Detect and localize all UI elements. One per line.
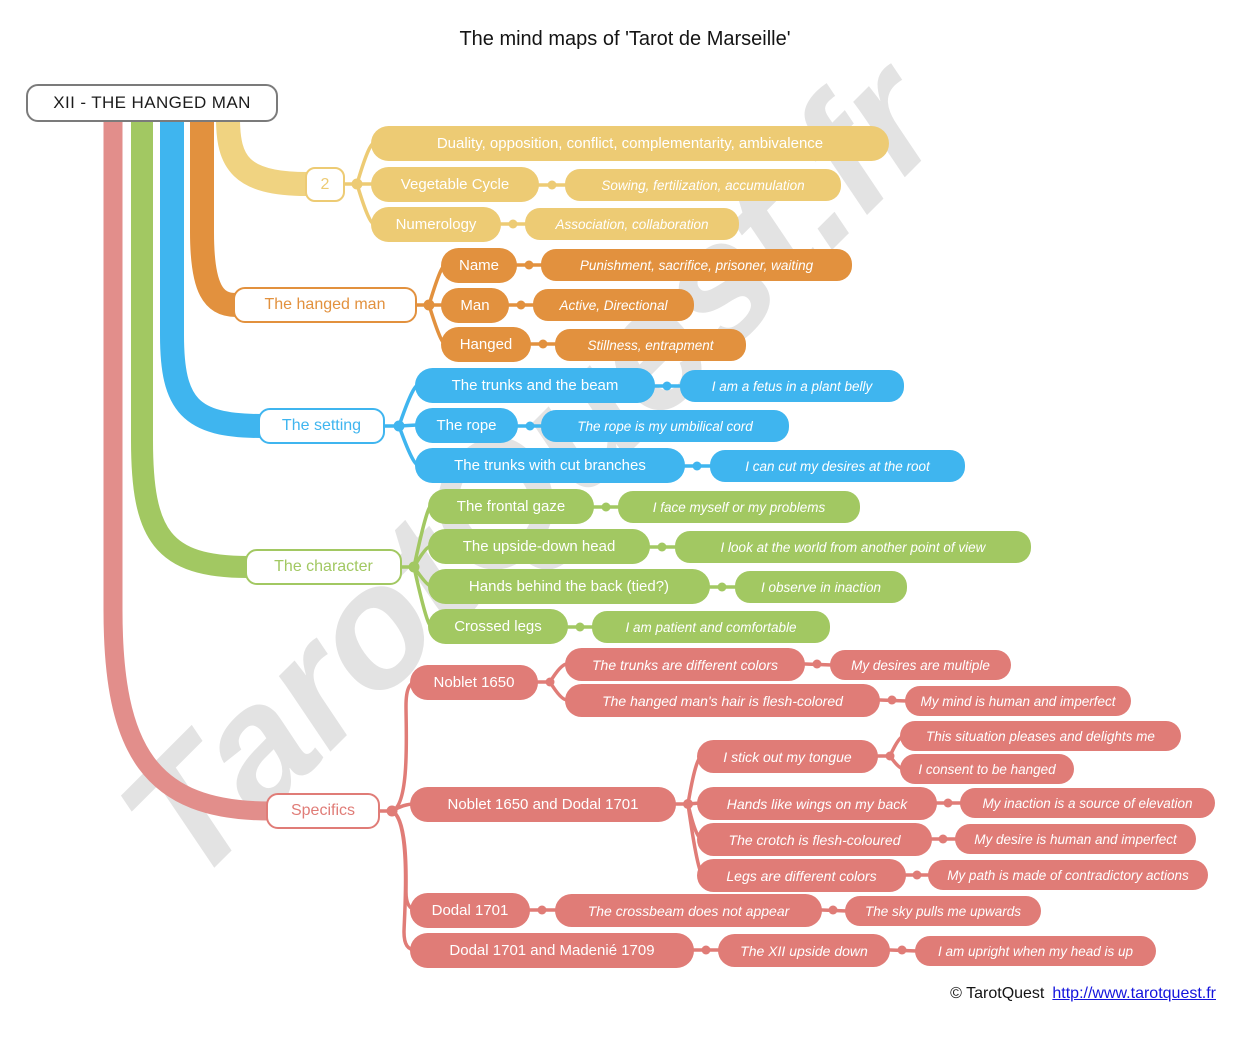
- footer: © TarotQuest http://www.tarotquest.fr: [950, 985, 1216, 1003]
- node-frontal-gaze[interactable]: The frontal gaze: [428, 489, 594, 524]
- trunk-orange: [190, 106, 248, 317]
- node-rope[interactable]: The rope: [415, 408, 518, 443]
- node-xii-upside[interactable]: The XII upside down: [718, 934, 890, 967]
- wires-yellow: [343, 141, 568, 229]
- node-noblet-dodal[interactable]: Noblet 1650 and Dodal 1701: [410, 787, 676, 822]
- branch-character[interactable]: The character: [245, 549, 402, 585]
- node-dodal-madenie[interactable]: Dodal 1701 and Madenié 1709: [410, 933, 694, 968]
- node-cut-branches[interactable]: The trunks with cut branches: [415, 448, 685, 483]
- node-noblet[interactable]: Noblet 1650: [410, 665, 538, 700]
- trunk-green: [131, 107, 259, 578]
- page-title: The mind maps of 'Tarot de Marseille': [459, 28, 791, 50]
- node-mind[interactable]: My mind is human and imperfect: [905, 686, 1131, 716]
- trunk-blue: [160, 106, 273, 438]
- node-trunks-beam[interactable]: The trunks and the beam: [415, 368, 655, 403]
- trunk-red: [103, 108, 279, 821]
- node-stillness[interactable]: Stillness, entrapment: [555, 329, 746, 361]
- node-consent[interactable]: I consent to be hanged: [900, 754, 1074, 784]
- node-sky[interactable]: The sky pulls me upwards: [845, 896, 1041, 926]
- node-upright[interactable]: I am upright when my head is up: [915, 936, 1156, 966]
- node-patient[interactable]: I am patient and comfortable: [592, 611, 830, 643]
- copyright-text: © TarotQuest: [950, 985, 1045, 1002]
- node-legs-colors[interactable]: Legs are different colors: [697, 859, 906, 892]
- node-hands-back[interactable]: Hands behind the back (tied?): [428, 569, 710, 604]
- node-tongue[interactable]: I stick out my tongue: [697, 740, 878, 773]
- node-cut-desires[interactable]: I can cut my desires at the root: [710, 450, 965, 482]
- node-crossbeam[interactable]: The crossbeam does not appear: [555, 894, 822, 927]
- node-hanged[interactable]: Hanged: [441, 327, 531, 362]
- node-observe[interactable]: I observe in inaction: [735, 571, 907, 603]
- node-trunks-colors[interactable]: The trunks are different colors: [565, 648, 805, 681]
- node-wings[interactable]: Hands like wings on my back: [697, 787, 937, 820]
- node-name[interactable]: Name: [441, 248, 517, 283]
- node-punishment[interactable]: Punishment, sacrifice, prisoner, waiting: [541, 249, 852, 281]
- node-dodal[interactable]: Dodal 1701: [410, 893, 530, 928]
- node-fetus[interactable]: I am a fetus in a plant belly: [680, 370, 904, 402]
- node-face[interactable]: I face myself or my problems: [618, 491, 860, 523]
- node-vegetable-cycle[interactable]: Vegetable Cycle: [371, 167, 539, 202]
- node-situation[interactable]: This situation pleases and delights me: [900, 721, 1181, 751]
- node-numerology[interactable]: Numerology: [371, 207, 501, 242]
- node-man[interactable]: Man: [441, 288, 509, 323]
- node-active[interactable]: Active, Directional: [533, 289, 694, 321]
- node-duality[interactable]: Duality, opposition, conflict, complemen…: [371, 126, 889, 161]
- branch-specifics[interactable]: Specifics: [266, 793, 380, 829]
- trunk-yellow: [216, 106, 319, 196]
- wires-orange: [415, 260, 559, 349]
- node-umbilical[interactable]: The rope is my umbilical cord: [541, 410, 789, 442]
- node-crossed-legs[interactable]: Crossed legs: [428, 609, 568, 644]
- branch-trunks: [103, 106, 319, 821]
- node-desires-multiple[interactable]: My desires are multiple: [830, 650, 1011, 680]
- node-desire-human[interactable]: My desire is human and imperfect: [955, 824, 1196, 854]
- branch-hanged-man[interactable]: The hanged man: [233, 287, 417, 323]
- node-hair[interactable]: The hanged man's hair is flesh-colored: [565, 684, 880, 717]
- tarotquest-link[interactable]: http://www.tarotquest.fr: [1052, 985, 1216, 1002]
- branch-setting[interactable]: The setting: [258, 408, 385, 444]
- node-inaction[interactable]: My inaction is a source of elevation: [960, 788, 1215, 818]
- root-node[interactable]: XII - THE HANGED MAN: [26, 84, 278, 122]
- node-path[interactable]: My path is made of contradictory actions: [928, 860, 1208, 890]
- node-look[interactable]: I look at the world from another point o…: [675, 531, 1031, 563]
- node-association[interactable]: Association, collaboration: [525, 208, 739, 240]
- node-sowing[interactable]: Sowing, fertilization, accumulation: [565, 169, 841, 201]
- node-upside-head[interactable]: The upside-down head: [428, 529, 650, 564]
- node-crotch[interactable]: The crotch is flesh-coloured: [697, 823, 932, 856]
- branch-2[interactable]: 2: [305, 167, 345, 202]
